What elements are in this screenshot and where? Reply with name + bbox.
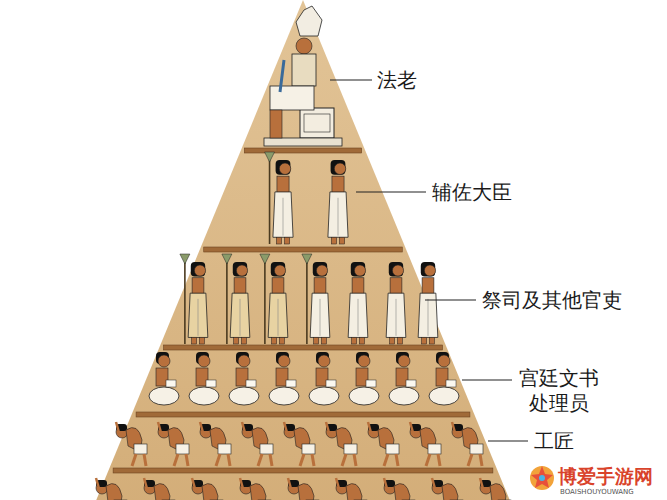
scribe-figure [149,352,179,405]
standing-figure [328,160,348,244]
leader-lines [330,80,528,441]
shelf [113,468,493,473]
worker-figure [480,478,511,500]
tier-label: 法老 [377,68,437,93]
pharaoh-figure [264,6,342,146]
standing-figure [265,152,294,244]
scribe-figure [309,352,339,405]
shelf [204,247,403,252]
worker-figure [336,478,367,500]
pyramid-shape [88,0,518,500]
worker-figure [240,478,271,500]
tier-label: 祭司及其他官吏 [482,288,642,313]
tier-label: 宫廷文书 处理员 [514,366,604,416]
worker-figure [192,478,223,500]
figures [96,6,511,500]
worker-figure [96,478,127,500]
watermark-subtext: BOAISHOUYOUWANG [560,488,667,497]
worker-figure [116,422,147,466]
worker-figure [368,422,399,466]
scribe-figure [349,352,379,405]
worker-figure [242,422,273,466]
scribe-figure [429,352,459,405]
scribe-figure [269,352,299,405]
worker-figure [284,422,315,466]
tier-label: 辅佐大臣 [432,180,532,205]
standing-figure [386,262,406,344]
worker-figure [158,422,189,466]
worker-figure [432,478,463,500]
standing-figure [260,254,288,344]
scribe-figure [229,352,259,405]
worker-figure [288,478,319,500]
watermark-text: 博爱手游网 [558,464,667,488]
scribe-figure [189,352,219,405]
standing-figure [222,254,250,344]
standing-figure [180,254,208,344]
shelf [136,412,470,417]
standing-figure [302,254,330,344]
worker-figure [326,422,357,466]
worker-figure [384,478,415,500]
tier-label: 工匠 [534,429,594,454]
worker-figure [410,422,441,466]
scribe-figure [389,352,419,405]
shelf [244,148,361,153]
standing-figure [418,262,438,344]
shelf [164,345,443,350]
standing-figure [348,262,368,344]
worker-figure [144,478,175,500]
worker-figure [200,422,231,466]
worker-figure [452,422,483,466]
